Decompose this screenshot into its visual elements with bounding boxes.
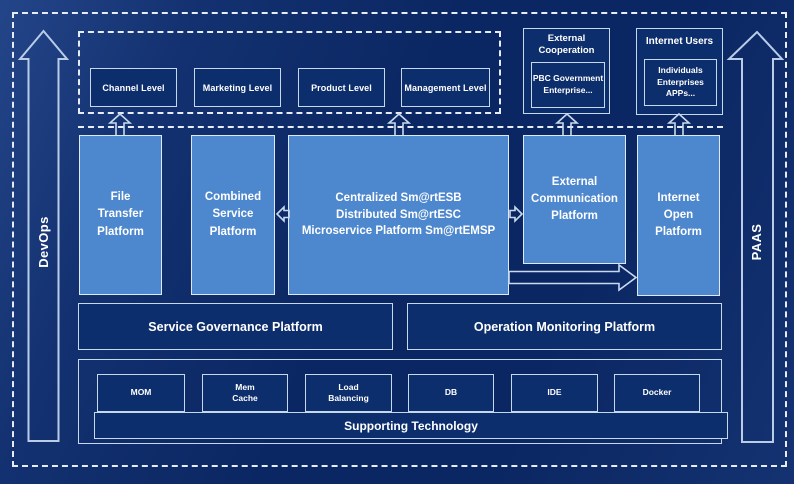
platform-box-file-transfer: File Transfer Platform — [79, 135, 162, 295]
tech-box-mom: MOM — [97, 374, 185, 412]
paas-arrow-icon — [726, 30, 785, 443]
file-transfer-up-arrow-icon — [107, 112, 133, 137]
left-arrow-icon — [275, 205, 290, 223]
tech-label: DB — [444, 387, 458, 398]
outer-dashed-border — [12, 12, 787, 467]
supporting-technology-label: Supporting Technology — [344, 418, 478, 433]
platform-label: File Transfer Platform — [97, 191, 144, 238]
tech-label: IDE — [547, 387, 562, 398]
internet-open-up-arrow-icon — [666, 112, 692, 137]
tech-label: MOM — [130, 387, 152, 398]
level-box-channel: Channel Level — [90, 68, 177, 107]
level-label: Product Level — [311, 82, 372, 93]
level-box-marketing: Marketing Level — [194, 68, 281, 107]
platform-label: Internet Open Platform — [655, 191, 702, 239]
platform-box-combined-service: Combined Service Platform — [191, 135, 275, 295]
supporting-technology-bar: Supporting Technology — [94, 412, 728, 439]
level-box-product: Product Level — [298, 68, 385, 107]
tech-box-ide: IDE — [511, 374, 598, 412]
monitoring-label: Operation Monitoring Platform — [473, 319, 656, 334]
service-governance-box: Service Governance Platform — [78, 303, 393, 350]
internet-users-title: Internet Users — [645, 36, 714, 47]
tech-label: Load Balancing — [328, 381, 369, 403]
level-box-management: Management Level — [401, 68, 490, 107]
platform-label: Centralized Sm@rtESB Distributed Sm@rtES… — [301, 191, 496, 238]
platform-label: Combined Service Platform — [204, 191, 262, 238]
platform-label: External Communication Platform — [531, 175, 618, 223]
tech-box-mem-cache: Mem Cache — [202, 374, 288, 412]
levels-container — [78, 31, 501, 114]
level-label: Marketing Level — [202, 82, 273, 93]
right-arrow-icon — [509, 205, 524, 223]
internet-users-box: Internet Users Individuals Enterprises A… — [636, 28, 723, 115]
platform-box-central-esb: Centralized Sm@rtESB Distributed Sm@rtES… — [288, 135, 509, 295]
tech-box-docker: Docker — [614, 374, 700, 412]
platform-box-internet-open: Internet Open Platform — [637, 135, 720, 296]
tech-label: Docker — [642, 387, 672, 398]
external-cooperation-box: External Cooperation PBC Government Ente… — [523, 28, 610, 114]
paas-rail-label: PAAS — [749, 223, 764, 261]
devops-rail-label: DevOps — [36, 216, 51, 268]
governance-label: Service Governance Platform — [148, 319, 323, 334]
flow-arrow-icon — [508, 263, 638, 292]
technology-container — [78, 359, 722, 444]
central-platform-up-arrow-icon — [386, 112, 412, 137]
external-communication-up-arrow-icon — [554, 112, 580, 137]
level-label: Management Level — [404, 82, 487, 93]
tech-label: Mem Cache — [232, 381, 258, 403]
integration-layer-divider — [78, 126, 723, 128]
external-cooperation-body-box: PBC Government Enterprise... — [531, 62, 605, 108]
external-cooperation-title: External Cooperation — [538, 33, 595, 56]
operation-monitoring-box: Operation Monitoring Platform — [407, 303, 722, 350]
tech-box-db: DB — [408, 374, 494, 412]
tech-box-load-balancing: Load Balancing — [305, 374, 392, 412]
internet-users-body-box: Individuals Enterprises APPs... — [644, 59, 717, 106]
platform-box-external-communication: External Communication Platform — [523, 135, 626, 264]
level-label: Channel Level — [102, 82, 165, 93]
devops-arrow-icon — [17, 29, 70, 442]
